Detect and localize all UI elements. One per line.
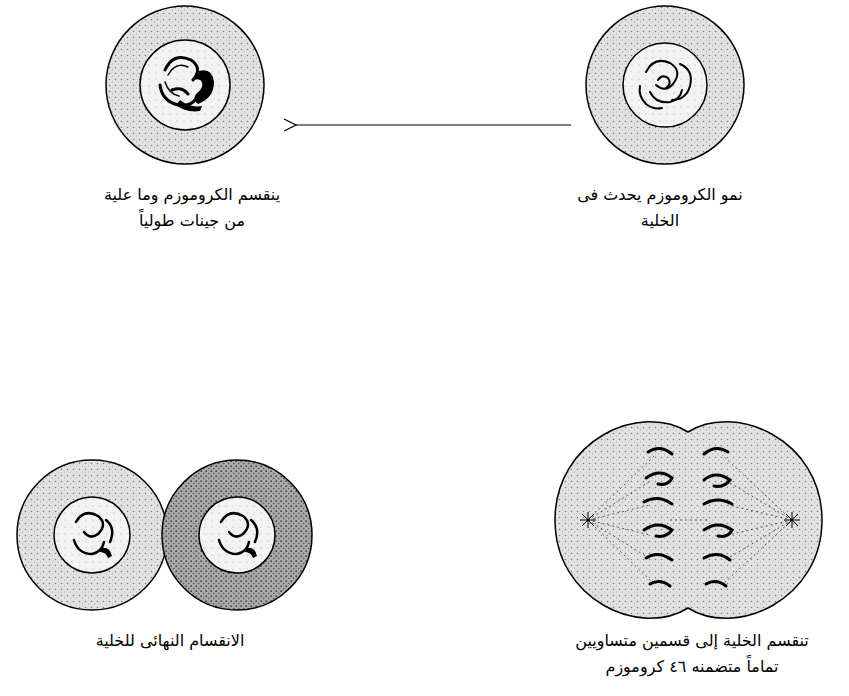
aster-left [580, 512, 596, 528]
chromosome [704, 475, 730, 486]
chromosome [704, 448, 728, 454]
chromosome [704, 500, 732, 504]
nucleus [199, 497, 275, 573]
chromosome [74, 540, 104, 554]
spindle-fibre [588, 520, 652, 560]
cell-membrane [586, 6, 744, 164]
arrow-connector [296, 124, 571, 125]
chromosome [640, 86, 662, 109]
aster [580, 512, 800, 528]
chromosome [704, 525, 732, 536]
chromosome [251, 520, 257, 542]
cell-prophase [106, 6, 264, 164]
spindle-fibre [722, 455, 792, 520]
spindle-fibre [728, 505, 792, 520]
chromosome [221, 513, 248, 536]
cell-membrane [555, 422, 822, 618]
chromosome [76, 513, 103, 536]
chromosome [172, 89, 188, 94]
spindle-fibre [725, 520, 792, 560]
stage-caption: نمو الكروموزم يحدث فى الخلية [575, 182, 745, 234]
chromosomes [160, 58, 198, 106]
chromosome [650, 581, 670, 586]
cell-interphase [586, 6, 744, 164]
cell-stage: نمو الكروموزم يحدث فى الخلية [575, 2, 745, 234]
chromosome [194, 70, 214, 104]
spindle-fibre [725, 480, 792, 520]
nucleus [54, 497, 130, 573]
stage-caption: تنقسم الخلية إلى قسمين متساويين تماماً م… [572, 628, 812, 680]
spindle-fibre [728, 520, 792, 535]
chromatid [168, 65, 188, 75]
stage-caption: ينقسم الكروموزم وما علية من جينات طولياً [92, 182, 292, 234]
nucleus [623, 43, 707, 127]
chromosome [176, 100, 202, 111]
chromosome [165, 58, 198, 80]
aster-right [784, 512, 800, 528]
spindle [588, 455, 792, 585]
chromosome [644, 498, 672, 504]
spindle-fibre [588, 505, 650, 520]
cell-anaphase [555, 422, 822, 618]
cell-membrane [162, 460, 312, 610]
chromosome [245, 548, 257, 558]
chromosome [646, 554, 672, 560]
chromosome [706, 581, 726, 586]
chromosome [100, 548, 112, 558]
chromosome [644, 525, 672, 536]
chromosome [646, 473, 672, 484]
spindle-fibre [588, 520, 650, 535]
daughter-cells [17, 460, 312, 610]
stage-caption: الانقسام النهائى للخلية [20, 628, 320, 654]
cell-membrane [17, 460, 167, 610]
cell-stage: الانقسام النهائى للخلية [20, 400, 320, 654]
chromosome [704, 554, 730, 560]
chromosome [650, 90, 682, 102]
cell-stage: ينقسم الكروموزم وما علية من جينات طولياً [92, 2, 292, 234]
spindle-fibre [588, 455, 655, 520]
cell-stage: تنقسم الخلية إلى قسمين متساويين تماماً م… [572, 400, 812, 680]
cell-membrane [106, 6, 264, 164]
spindle-fibre [670, 520, 708, 521]
chromosome [219, 540, 249, 554]
chromosome [646, 61, 677, 89]
nucleus [140, 40, 230, 130]
chromosomes [640, 61, 691, 109]
chromosome [106, 520, 112, 542]
spindle-fibre [588, 480, 652, 520]
chromosome [658, 76, 670, 88]
chromosome [648, 448, 672, 454]
chromosomes [644, 448, 732, 586]
